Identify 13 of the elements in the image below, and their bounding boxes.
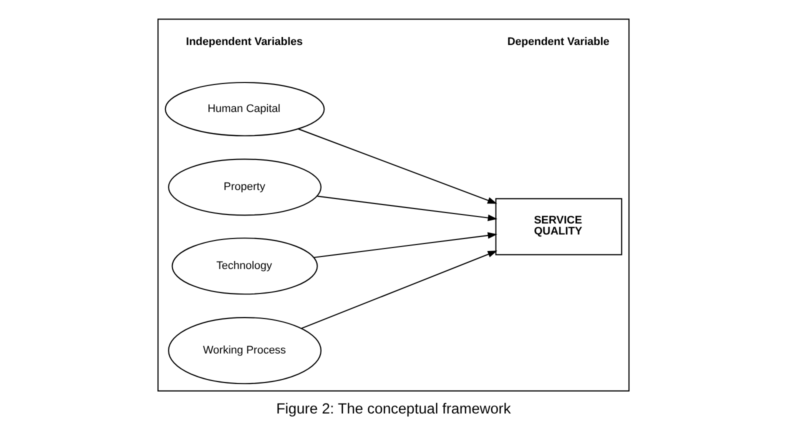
label: Independent Variables [186,36,303,48]
node-ellipse: Human Capital [164,82,325,136]
arrow [314,232,498,258]
caption: Figure 2: The conceptual framework [276,402,511,418]
label: Dependent Variable [507,36,610,48]
node-box: SERVICE QUALITY [495,198,622,256]
node-ellipse: Working Process [168,316,322,384]
node-ellipse: Technology [172,238,318,295]
arrow [298,128,498,204]
cluster [157,18,630,392]
arrow [301,250,498,329]
node-ellipse: Property [168,158,322,216]
arrow [317,196,498,222]
